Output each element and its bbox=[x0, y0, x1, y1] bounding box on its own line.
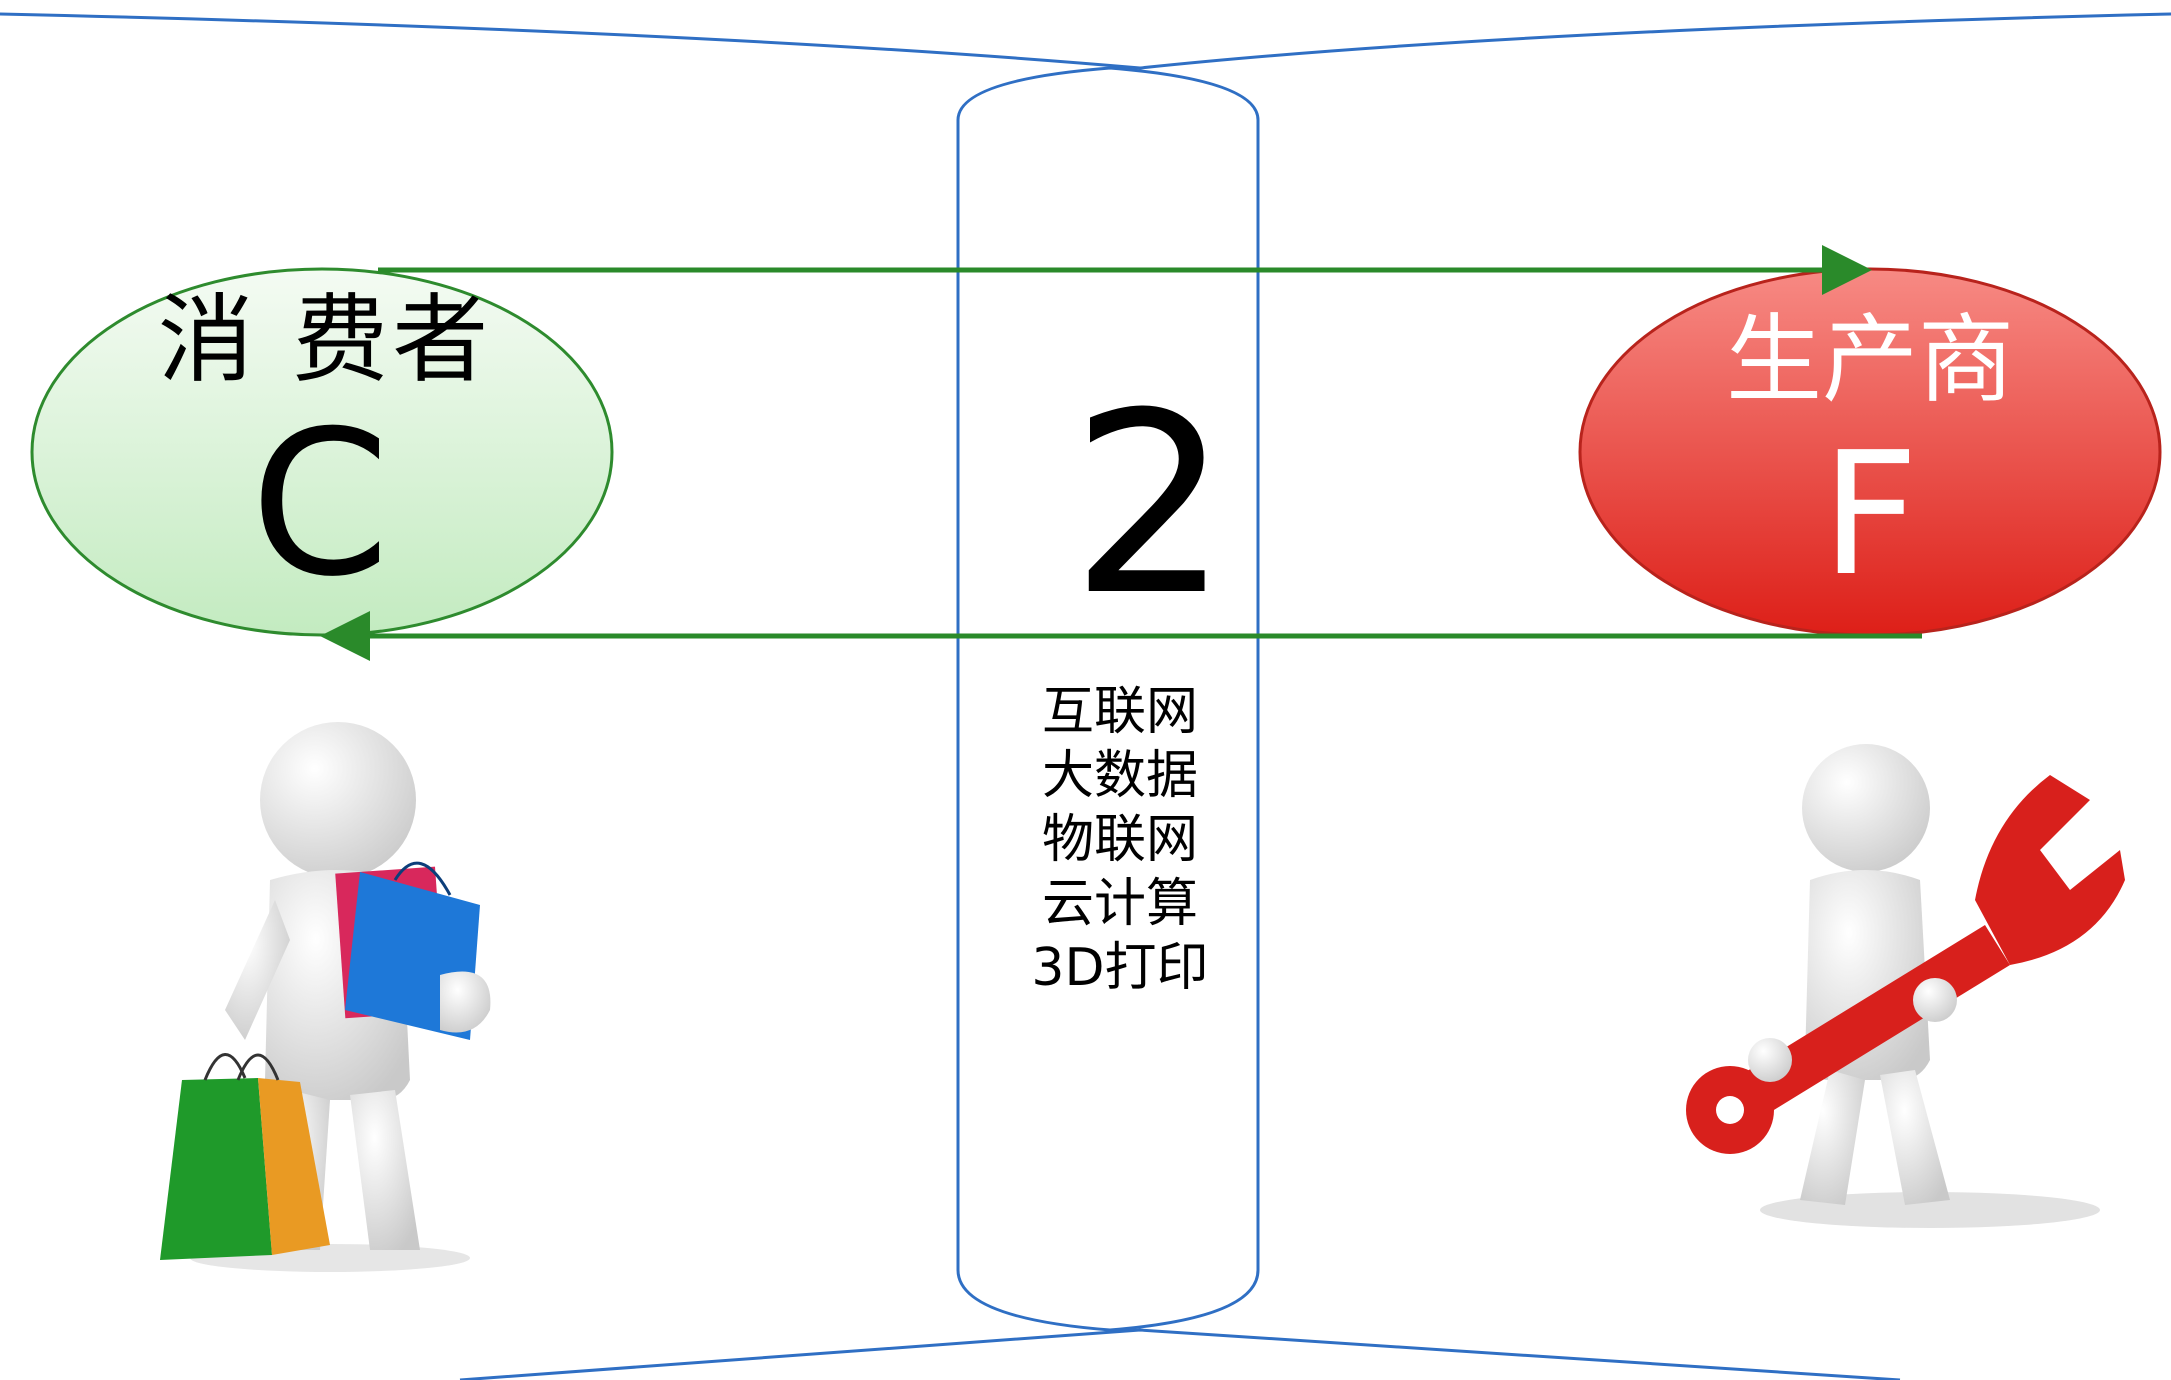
technology-item: 3D打印 bbox=[1031, 938, 1209, 998]
technology-item: 大数据 bbox=[1041, 746, 1198, 806]
worker-with-wrench-icon bbox=[1650, 744, 2145, 1228]
cross-lines bbox=[0, 12, 2171, 1380]
technology-list: 互联网 大数据 物联网 云计算 3D打印 bbox=[1010, 680, 1230, 1000]
technology-item: 互联网 bbox=[1041, 682, 1198, 742]
producer-title: 生产商 bbox=[1726, 304, 2014, 416]
center-cylinder bbox=[956, 66, 1260, 1332]
shopper-with-bags-icon bbox=[118, 720, 530, 1280]
technology-item: 物联网 bbox=[1041, 810, 1198, 870]
technology-item: 云计算 bbox=[1041, 874, 1198, 934]
producer-code: F bbox=[1821, 416, 1919, 614]
center-number: 2 bbox=[1070, 359, 1230, 650]
consumer-title: 消 费者 bbox=[157, 284, 493, 396]
consumer-code: C bbox=[250, 388, 390, 621]
